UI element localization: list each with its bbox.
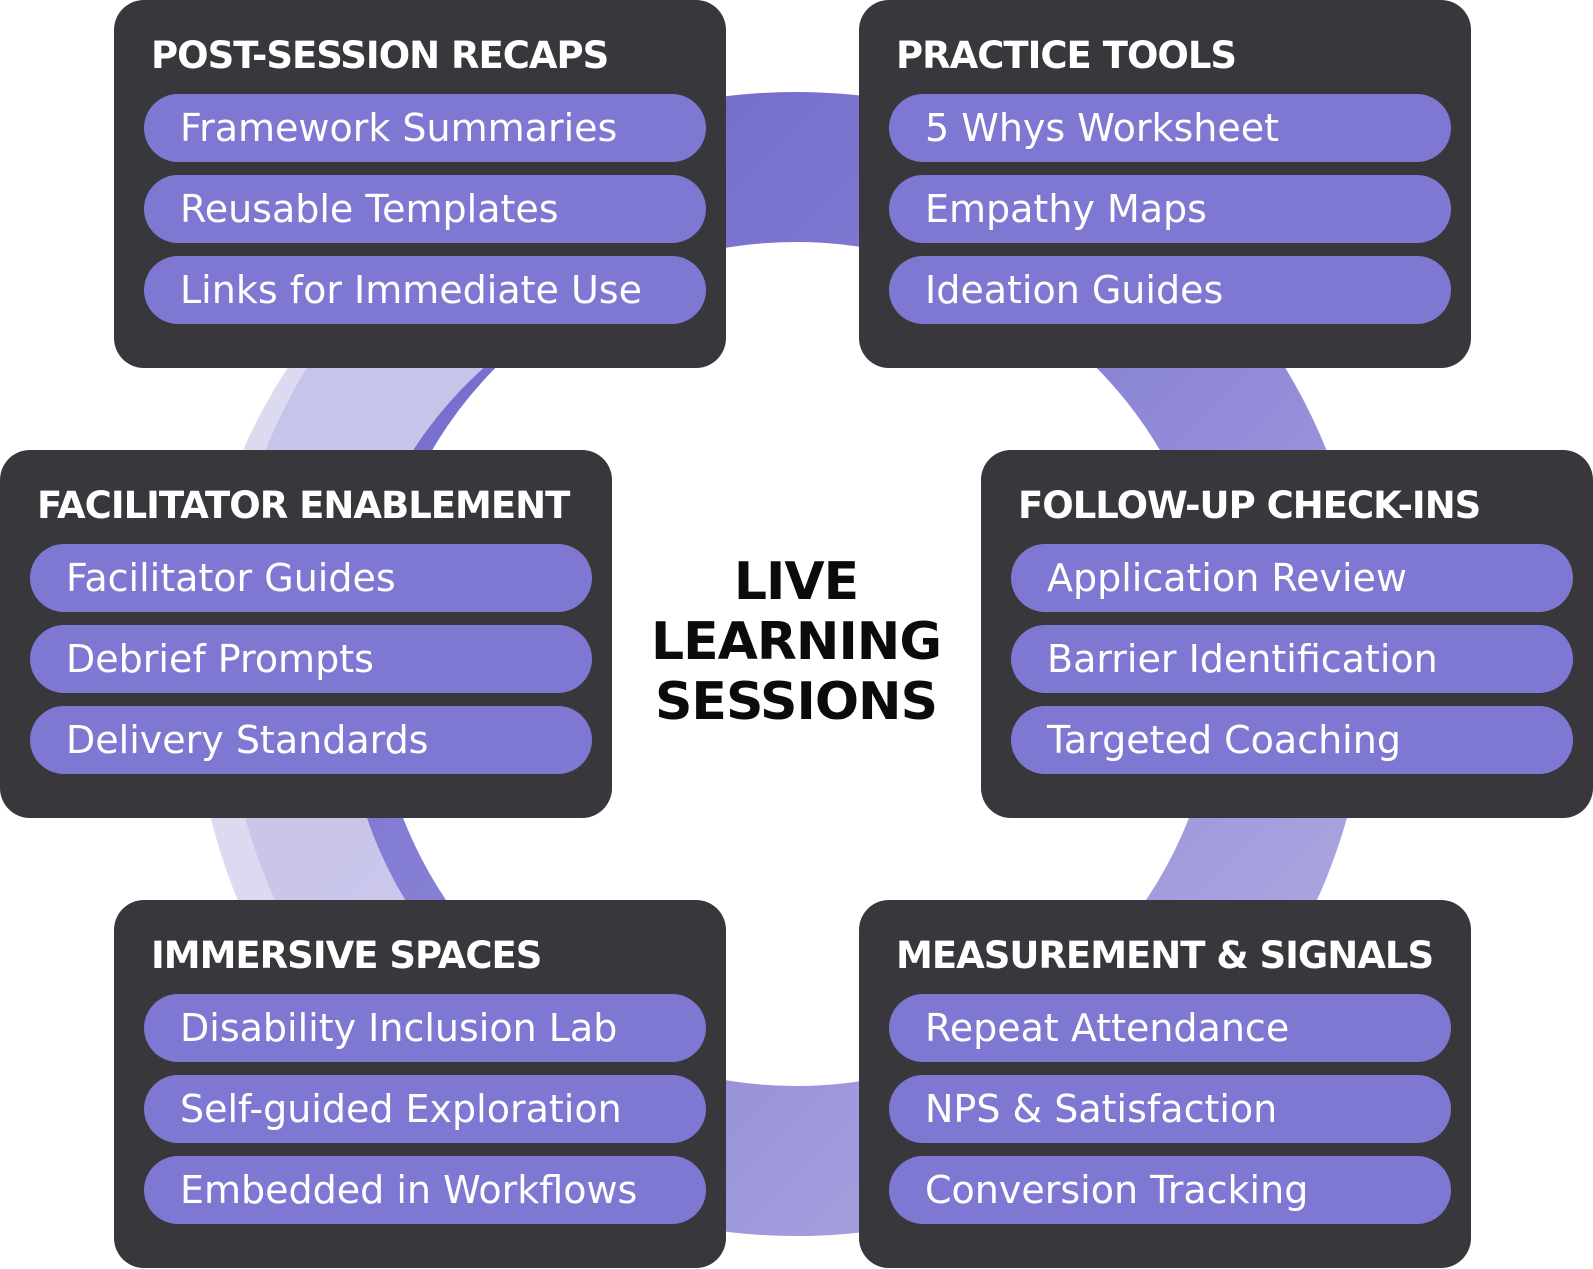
center-title-line-1: LIVE: [733, 552, 859, 612]
list-item: Facilitator Guides: [30, 544, 592, 612]
card-practice-tools: PRACTICE TOOLS 5 Whys Worksheet Empathy …: [859, 0, 1471, 368]
card-title: MEASUREMENT & SIGNALS: [896, 934, 1434, 977]
list-item: Targeted Coaching: [1011, 706, 1573, 774]
list-item: Empathy Maps: [889, 175, 1451, 243]
list-item: Self-guided Exploration: [144, 1075, 706, 1143]
list-item: Application Review: [1011, 544, 1573, 612]
card-title: POST-SESSION RECAPS: [151, 34, 609, 77]
list-item: Links for Immediate Use: [144, 256, 706, 324]
card-title: PRACTICE TOOLS: [896, 34, 1237, 77]
card-title: FACILITATOR ENABLEMENT: [37, 484, 570, 527]
center-title-line-2: LEARNING: [650, 612, 942, 672]
card-title: FOLLOW-UP CHECK-INS: [1018, 484, 1481, 527]
center-title-line-3: SESSIONS: [654, 672, 938, 732]
list-item: Delivery Standards: [30, 706, 592, 774]
card-measurement-signals: MEASUREMENT & SIGNALS Repeat Attendance …: [859, 900, 1471, 1268]
card-title: IMMERSIVE SPACES: [151, 934, 542, 977]
list-item: Disability Inclusion Lab: [144, 994, 706, 1062]
list-item: Repeat Attendance: [889, 994, 1451, 1062]
list-item: 5 Whys Worksheet: [889, 94, 1451, 162]
card-facilitator-enablement: FACILITATOR ENABLEMENT Facilitator Guide…: [0, 450, 612, 818]
list-item: Reusable Templates: [144, 175, 706, 243]
list-item: Debrief Prompts: [30, 625, 592, 693]
card-post-session-recaps: POST-SESSION RECAPS Framework Summaries …: [114, 0, 726, 368]
list-item: Conversion Tracking: [889, 1156, 1451, 1224]
list-item: Framework Summaries: [144, 94, 706, 162]
list-item: Barrier Identification: [1011, 625, 1573, 693]
card-immersive-spaces: IMMERSIVE SPACES Disability Inclusion La…: [114, 900, 726, 1268]
center-title: LIVE LEARNING SESSIONS: [596, 552, 996, 732]
list-item: Ideation Guides: [889, 256, 1451, 324]
list-item: Embedded in Workflows: [144, 1156, 706, 1224]
card-follow-up-check-ins: FOLLOW-UP CHECK-INS Application Review B…: [981, 450, 1593, 818]
list-item: NPS & Satisfaction: [889, 1075, 1451, 1143]
